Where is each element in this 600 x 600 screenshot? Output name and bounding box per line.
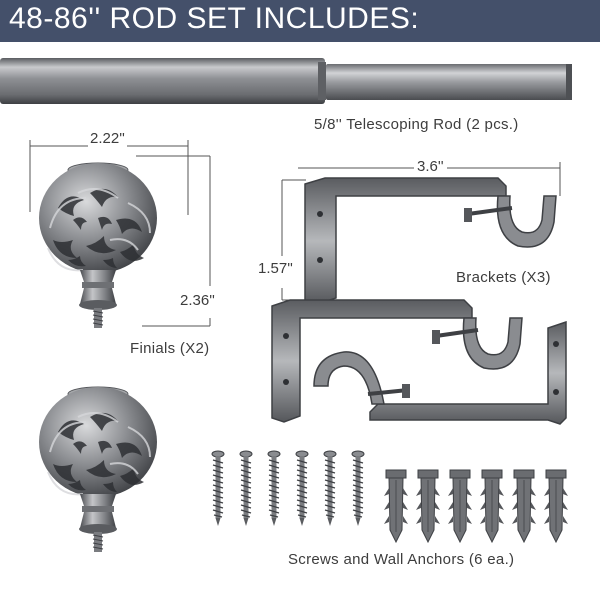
- finial-height-dimension: 2.36'': [180, 292, 215, 309]
- bracket-icon: [304, 177, 557, 305]
- bracket-width-dimension: 3.6'': [414, 158, 447, 175]
- brackets-label: Brackets (X3): [456, 269, 551, 286]
- screw-icon: [351, 450, 365, 527]
- screw-icon: [211, 450, 225, 527]
- bracket-icon: [313, 320, 567, 425]
- finial-width-dimension: 2.22'': [88, 130, 127, 147]
- wall-anchor-icon: [543, 469, 569, 543]
- wall-anchor-icon: [415, 469, 441, 543]
- bracket-height-dimension: 1.57'': [256, 260, 295, 277]
- screw-icon: [239, 450, 253, 527]
- telescoping-rod-icon: [0, 58, 572, 104]
- wall-anchor-icon: [447, 469, 473, 543]
- rod-label: 5/8'' Telescoping Rod (2 pcs.): [314, 116, 519, 133]
- bracket-icon: [271, 299, 523, 423]
- finials-label: Finials (X2): [130, 340, 210, 357]
- finial-icon: [38, 386, 158, 553]
- screw-icon: [323, 450, 337, 527]
- screw-icon: [295, 450, 309, 527]
- hardware-label: Screws and Wall Anchors (6 ea.): [288, 551, 515, 568]
- finial-icon: [38, 162, 158, 329]
- screw-icon: [267, 450, 281, 527]
- wall-anchor-icon: [479, 469, 505, 543]
- wall-anchor-icon: [383, 469, 409, 543]
- page-title: 48-86'' ROD SET INCLUDES:: [9, 2, 420, 35]
- wall-anchor-icon: [511, 469, 537, 543]
- header-banner: 48-86'' ROD SET INCLUDES:: [0, 0, 600, 42]
